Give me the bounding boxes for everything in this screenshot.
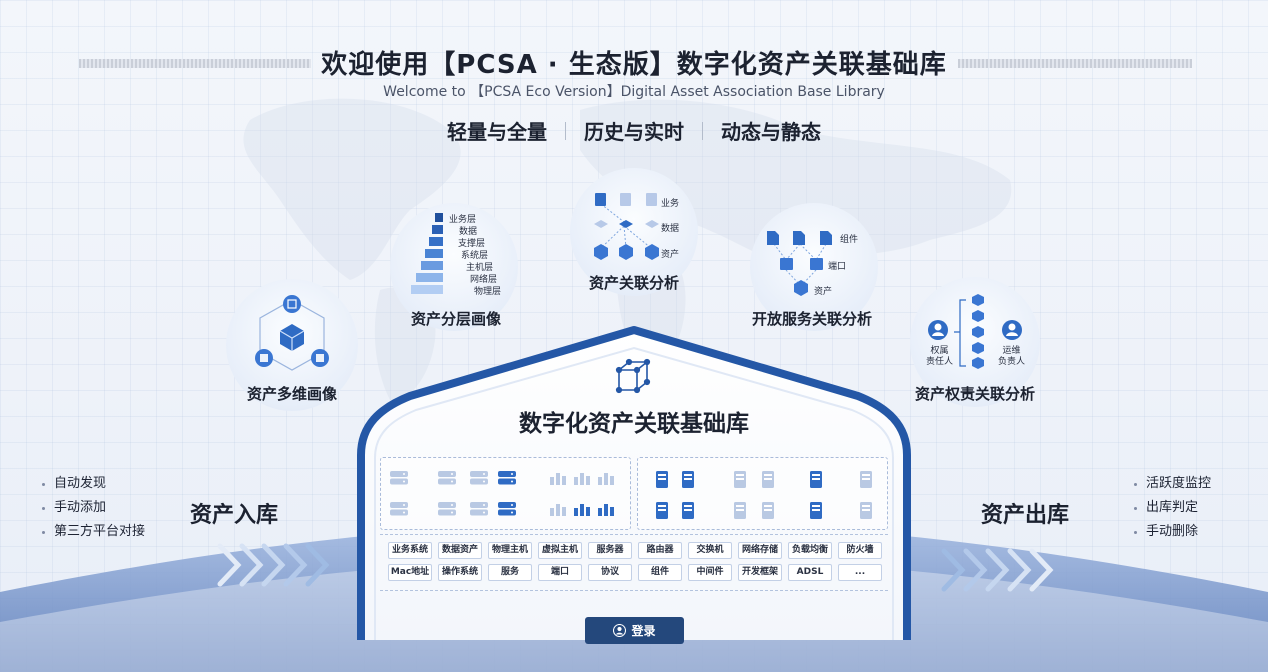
- asset-tag: 组件: [638, 564, 682, 581]
- layer-label: 物理层: [474, 287, 502, 297]
- layer-label: 主机层: [466, 263, 494, 273]
- asset-type-tags-row1: 业务系统 数据资产 物理主机 虚拟主机 服务器 路由器 交换机 网络存储 负载均…: [388, 542, 882, 559]
- list-item: 手动删除: [1134, 520, 1211, 544]
- service-row-label: 端口: [828, 262, 847, 272]
- divider: [380, 590, 888, 591]
- service-row-label: 资产: [814, 287, 833, 297]
- feature-label: 资产关联分析: [588, 274, 680, 292]
- tagline-2: 历史与实时: [584, 120, 684, 144]
- asset-tag: 服务: [488, 564, 532, 581]
- tagline-separator: [702, 121, 703, 140]
- inbound-methods-list: 自动发现 手动添加 第三方平台对接: [42, 472, 145, 544]
- hexagon-cube-icon: [255, 295, 329, 371]
- list-item: 自动发现: [42, 472, 145, 496]
- chevron-right-arrows-icon: [941, 548, 1054, 592]
- inbound-title: 资产入库: [190, 503, 279, 528]
- asset-tag: 数据资产: [438, 542, 482, 559]
- device-panel-left: [380, 457, 631, 530]
- login-label: 登录: [631, 624, 656, 638]
- page-subtitle: Welcome to 【PCSA Eco Version】Digital Ass…: [383, 84, 885, 100]
- relation-graph-icon: [594, 193, 659, 260]
- ownership-graph-icon: [928, 294, 1022, 369]
- asset-tag: 端口: [538, 564, 582, 581]
- layer-label: 网络层: [470, 275, 498, 285]
- asset-tag: 服务器: [588, 542, 632, 559]
- service-row-label: 组件: [840, 235, 859, 245]
- list-item: 出库判定: [1134, 496, 1211, 520]
- list-item: 第三方平台对接: [42, 520, 145, 544]
- list-item: 活跃度监控: [1134, 472, 1211, 496]
- relation-row-label: 数据: [661, 224, 680, 234]
- title-deco-right: [958, 59, 1192, 68]
- asset-tag: 虚拟主机: [538, 542, 582, 559]
- relation-row-label: 业务: [661, 199, 680, 209]
- asset-tag: 防火墙: [838, 542, 882, 559]
- tagline-separator: [565, 121, 566, 140]
- layer-label: 系统层: [461, 251, 489, 261]
- asset-tag: 网络存储: [738, 542, 782, 559]
- service-graph-icon: [767, 231, 832, 296]
- asset-tag: 路由器: [638, 542, 682, 559]
- feature-circle: [390, 203, 518, 331]
- library-title: 数字化资产关联基础库: [519, 411, 749, 437]
- feature-label: 资产分层画像: [410, 310, 502, 328]
- asset-tag: 操作系统: [438, 564, 482, 581]
- feature-label: 开放服务关联分析: [751, 310, 873, 328]
- asset-tag: ADSL: [788, 564, 832, 581]
- asset-tag: ...: [838, 564, 882, 581]
- asset-tag: 中间件: [688, 564, 732, 581]
- asset-tag: 业务系统: [388, 542, 432, 559]
- asset-tag: 开发框架: [738, 564, 782, 581]
- operator-label: 运维 负责人: [998, 346, 1026, 367]
- layer-label: 数据: [459, 227, 478, 237]
- asset-tag: 协议: [588, 564, 632, 581]
- title-deco-left: [79, 59, 311, 68]
- outbound-title: 资产出库: [981, 503, 1070, 528]
- outbound-methods-list: 活跃度监控 出库判定 手动删除: [1134, 472, 1211, 544]
- relation-row-label: 资产: [661, 250, 680, 260]
- asset-type-tags-row2: Mac地址 操作系统 服务 端口 协议 组件 中间件 开发框架 ADSL ...: [388, 564, 882, 581]
- asset-tag: 物理主机: [488, 542, 532, 559]
- device-icons: [390, 471, 872, 519]
- asset-tag: 交换机: [688, 542, 732, 559]
- feature-label: 资产多维画像: [246, 385, 338, 403]
- tagline-1: 轻量与全量: [447, 120, 547, 144]
- layer-label: 业务层: [449, 215, 477, 225]
- feature-circle: [570, 168, 698, 296]
- layer-label: 支撑层: [458, 239, 486, 249]
- user-icon: [613, 624, 627, 637]
- tagline-3: 动态与静态: [721, 120, 821, 144]
- page-title: 欢迎使用【PCSA · 生态版】数字化资产关联基础库: [321, 50, 947, 80]
- login-button[interactable]: 登录: [585, 617, 684, 644]
- asset-tag: 负载均衡: [788, 542, 832, 559]
- pyramid-layers-icon: [411, 213, 443, 294]
- list-item: 手动添加: [42, 496, 145, 520]
- asset-tag: Mac地址: [388, 564, 432, 581]
- taglines: 轻量与全量 历史与实时 动态与静态: [0, 116, 1268, 145]
- chevron-right-arrows-icon: [217, 543, 330, 587]
- feature-label: 资产权责关联分析: [914, 385, 1036, 403]
- divider: [380, 534, 888, 535]
- owner-label: 权属 责任人: [926, 346, 954, 367]
- world-map-background: [243, 98, 1012, 401]
